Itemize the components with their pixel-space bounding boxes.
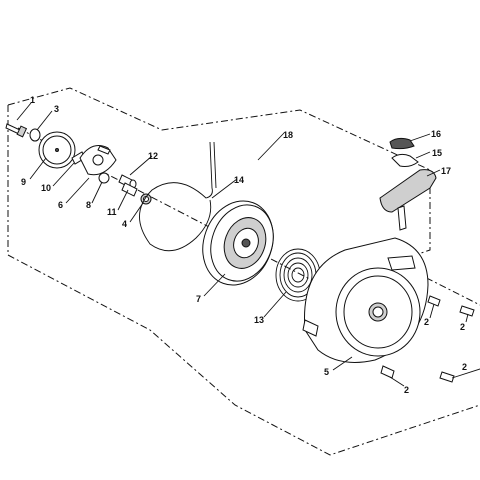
callout-6: 6 [58,200,63,210]
callout-7: 7 [196,294,201,304]
center-axis [17,127,386,319]
callout-1: 1 [30,95,35,105]
part-9-plate [38,131,76,169]
part-3-washer [29,128,41,142]
part-8-washer [98,172,110,184]
callout-11: 11 [107,207,117,217]
callout-13: 13 [254,315,264,325]
part-5-housing [302,237,429,363]
callout-2-a: 2 [424,317,429,327]
part-16-cap [389,137,415,150]
leader-lines [16,102,480,387]
part-7-pulley [202,200,274,286]
callout-12: 12 [148,151,158,161]
part-6-ratchet [79,145,117,176]
callout-2-b: 2 [460,322,465,332]
callout-16: 16 [431,129,441,139]
callout-10: 10 [41,183,51,193]
callout-15: 15 [432,148,442,158]
callout-4: 4 [122,219,127,229]
callout-9: 9 [21,177,26,187]
callout-labels: 1 3 9 10 6 8 11 4 12 14 18 7 13 16 15 17… [21,95,467,395]
part-15-insert [391,153,419,167]
part-14-rope [139,141,217,252]
callout-5: 5 [324,367,329,377]
callout-2-d: 2 [462,362,467,372]
callout-3: 3 [54,104,59,114]
part-17-handle [379,169,437,231]
callout-18: 18 [283,130,293,140]
callout-8: 8 [86,200,91,210]
part-2-bolts [380,295,475,383]
callout-2-c: 2 [404,385,409,395]
callout-14: 14 [234,175,244,185]
part-1-screw [5,123,28,138]
part-11-pin [121,182,138,197]
callout-17: 17 [441,166,451,176]
